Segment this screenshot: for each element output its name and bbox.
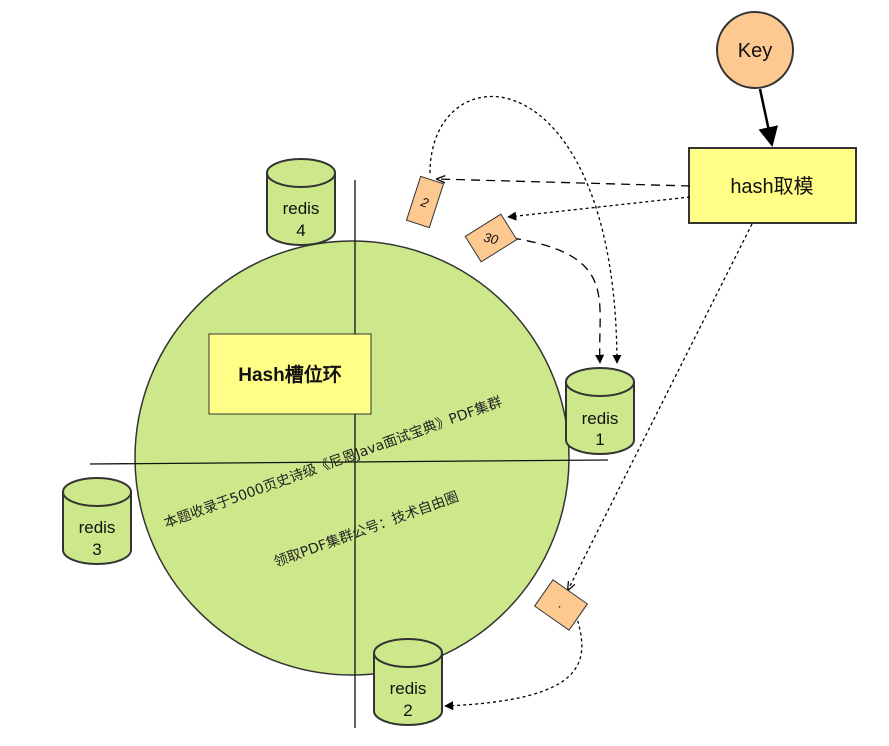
slot-tag-2: 2 xyxy=(405,175,445,229)
horizontal-axis xyxy=(89,459,609,465)
slot-tag-dot-label: . xyxy=(556,597,568,611)
redis-node-4-index: 4 xyxy=(296,221,305,240)
redis-node-3-index: 3 xyxy=(92,540,101,559)
slot-tag-dot: . xyxy=(533,579,589,631)
redis-node-1: redis 1 xyxy=(565,367,635,455)
slot-tag-30-label: 30 xyxy=(482,230,500,248)
hash-to-slot-30-arrow xyxy=(507,196,691,221)
redis-node-3: redis 3 xyxy=(62,477,132,565)
redis-node-3-name: redis xyxy=(79,518,116,537)
key-to-hash-arrow xyxy=(758,88,779,147)
slot-30-to-redis-1-arrow xyxy=(511,237,605,364)
redis-node-2: redis 2 xyxy=(373,638,443,726)
ring-label: Hash槽位环 xyxy=(238,363,341,386)
hash-mod-label: hash取模 xyxy=(730,175,813,198)
key-node-label: Key xyxy=(738,40,772,62)
key-node xyxy=(716,11,794,89)
redis-node-1-name: redis xyxy=(582,409,619,428)
redis-node-4-name: redis xyxy=(283,199,320,218)
redis-node-2-name: redis xyxy=(390,679,427,698)
hash-to-slot-2-arrow xyxy=(437,179,691,187)
redis-node-4: redis 4 xyxy=(266,158,336,246)
redis-node-1-index: 1 xyxy=(595,430,604,449)
ring-label-box xyxy=(208,333,372,415)
slot-tag-30: 30 xyxy=(464,213,518,263)
redis-node-2-index: 2 xyxy=(403,701,412,720)
hash-to-slot-dot-arrow xyxy=(568,223,753,590)
